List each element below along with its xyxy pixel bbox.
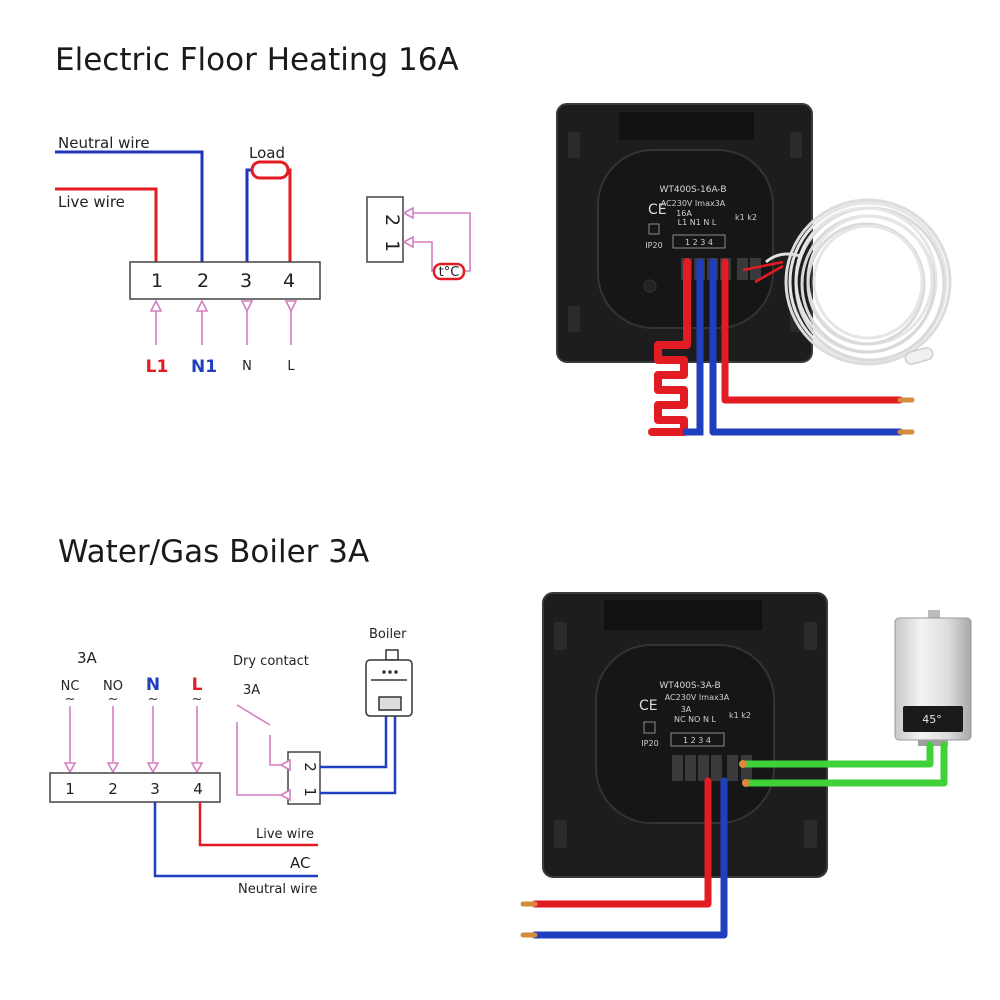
boiler-live-line (198, 802, 318, 847)
boiler-terminal-1: 1 (65, 780, 75, 798)
pins-16a: L1 N1 N L (678, 218, 717, 227)
input-L1: L1 (146, 357, 169, 377)
load-neutral-line (245, 168, 257, 262)
dry-terminal-2: 2 (301, 762, 319, 772)
floor-wires (648, 258, 915, 436)
dry-terminal-1: 1 (301, 787, 319, 797)
sensor-pins-3a: k1 k2 (729, 711, 751, 720)
terminal-2: 2 (197, 270, 209, 292)
ip-16a: IP20 (645, 241, 662, 250)
input-arrows (149, 299, 298, 345)
boiler-neutral-line (153, 802, 318, 878)
dry-contact-rating: 3A (243, 683, 260, 698)
boiler-input-arrows (63, 706, 204, 774)
floor-schematic: Load Neutral wire Live wire 1 2 3 4 L1 N… (55, 134, 471, 377)
input-N: N (242, 359, 252, 374)
svg-text:~: ~ (108, 692, 119, 707)
thermostat-back-3a: WT400S-3A-B AC230V Imax3A 3A CE NC NO N … (542, 592, 828, 878)
live-wire-line (55, 187, 158, 262)
dry-contact-block (287, 751, 321, 805)
terminal-label-l: L (192, 675, 203, 695)
model-16a: WT400S-16A-B (659, 185, 726, 195)
boiler-live-label: Live wire (256, 827, 314, 842)
boiler-wires (520, 741, 948, 939)
boiler-terminal-4: 4 (193, 780, 203, 798)
rating-16a: AC230V Imax3A (661, 199, 726, 208)
neutral-wire-line (55, 150, 204, 262)
boiler-terminal-block (49, 772, 221, 803)
neutral-wire-label: Neutral wire (58, 134, 150, 152)
sensor-terminal-2: 2 (381, 214, 403, 226)
sensor-pins-16a: k1 k2 (735, 213, 757, 222)
rating-3a-label: 3A (77, 649, 98, 667)
sensor-terminal-block (366, 196, 404, 263)
boiler-icon (365, 649, 413, 717)
heater-display: 45° (922, 713, 942, 726)
floor-heating-title: Electric Floor Heating 16A (55, 42, 459, 78)
boiler-title: Water/Gas Boiler 3A (58, 534, 369, 570)
ce-mark-3a: CE (639, 698, 658, 714)
terminal-label-n: N (146, 675, 160, 695)
pins-3a: NC NO N L (674, 715, 716, 724)
sensor-cable-coil (765, 198, 952, 366)
sensor-leads (742, 260, 784, 284)
rating-3a-device: AC230V Imax3A (665, 693, 730, 702)
temp-sensor-label: t°C (439, 265, 460, 280)
input-N1: N1 (191, 357, 217, 377)
svg-text:~: ~ (192, 692, 203, 707)
terminal-block (129, 261, 321, 300)
input-L: L (287, 359, 295, 374)
load-symbol (250, 160, 290, 180)
svg-text:~: ~ (148, 692, 159, 707)
water-heater: 45° (894, 610, 972, 746)
temp-sensor-symbol (432, 262, 466, 281)
boiler-terminal-2: 2 (108, 780, 118, 798)
sensor-terminal-1: 1 (381, 240, 403, 252)
ip-3a: IP20 (641, 739, 658, 748)
terminal-3: 3 (240, 270, 252, 292)
thermostat-back-16a: WT400S-16A-B AC230V Imax3A 16A CE L1 N1 … (556, 103, 813, 363)
terminal-4: 4 (283, 270, 295, 292)
dry-contact-label: Dry contact (233, 654, 309, 669)
boiler-terminal-3: 3 (150, 780, 160, 798)
terminal-label-nc: NC (61, 679, 80, 694)
live-wire-label: Live wire (58, 193, 125, 211)
load-label: Load (249, 144, 285, 162)
boiler-neutral-label: Neutral wire (238, 882, 317, 897)
load-live-line (282, 168, 292, 262)
boiler-label: Boiler (369, 627, 407, 642)
terminal-label-no: NO (103, 679, 123, 694)
current-16a: 16A (676, 209, 692, 218)
svg-text:~: ~ (65, 692, 76, 707)
boiler-schematic: 3A NC NO N L ~ ~ ~ ~ 1 2 3 4 Live wire AC N… (49, 627, 413, 897)
terms-16a: 1 2 3 4 (685, 238, 713, 247)
ac-label: AC (290, 854, 310, 872)
terms-3a: 1 2 3 4 (683, 736, 711, 745)
current-3a: 3A (681, 705, 692, 714)
ce-mark-16a: CE (648, 202, 667, 218)
dry-contact-switch (236, 704, 282, 796)
model-3a: WT400S-3A-B (659, 681, 720, 691)
terminal-1: 1 (151, 270, 163, 292)
